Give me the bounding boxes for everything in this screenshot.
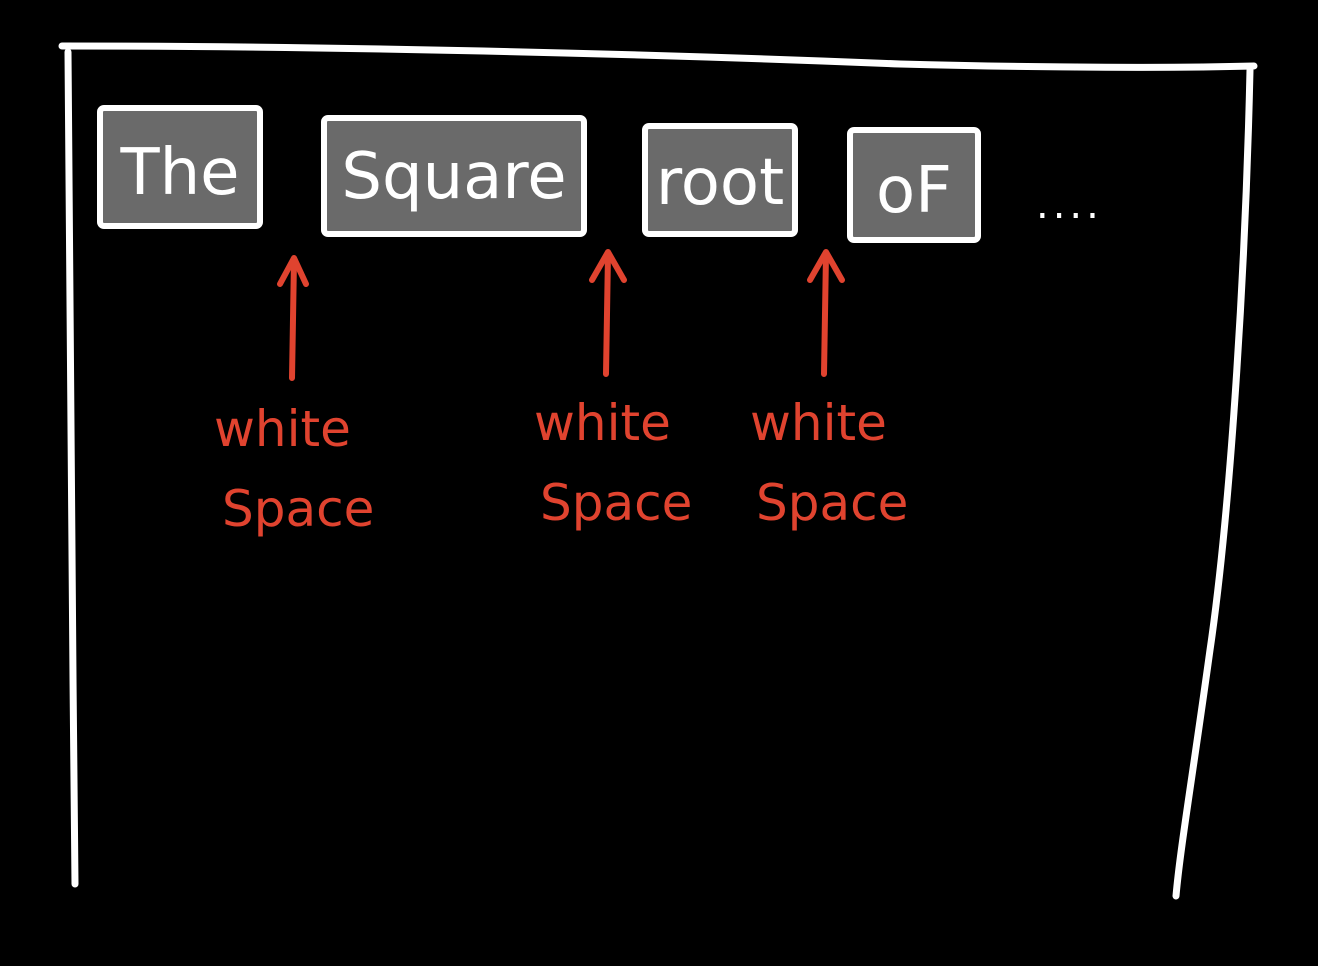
annotation-3-line2: Space [756,474,908,532]
ellipsis: .... [1036,182,1103,228]
arrow-2 [589,249,627,377]
annotation-2: white Space [534,394,692,532]
arrow-3-shaft [821,251,829,377]
annotation-2-line2: Space [540,474,692,532]
frame-right-edge [1172,66,1254,900]
annotation-2-line1: white [534,394,671,452]
token-4-text: oF [876,154,952,228]
arrow-2-shaft [603,251,611,377]
annotation-3-line1: white [750,394,887,452]
arrow-3 [807,249,845,377]
token-box-3: root [642,123,798,237]
frame [58,42,1258,900]
annotation-1: white Space [214,400,374,538]
token-box-1-rect [97,105,263,229]
frame-left-edge [64,48,79,888]
token-3-text: root [656,146,784,220]
arrow-1-head [277,255,309,287]
token-box-4-rect [847,127,981,243]
arrow-1 [277,255,309,381]
token-box-4: oF [847,127,981,243]
token-box-1: The [97,105,263,229]
annotation-1-line2: Space [222,480,374,538]
arrow-2-head [589,249,627,283]
arrow-3-head [807,249,845,283]
token-box-3-rect [642,123,798,237]
token-2-text: Square [341,140,566,214]
arrow-1-shaft [289,257,297,381]
annotation-3: white Space [750,394,908,532]
frame-top-edge [58,42,1258,71]
token-box-2-rect [321,115,587,237]
token-1-text: The [119,136,239,210]
token-box-2: Square [321,115,587,237]
annotation-1-line1: white [214,400,351,458]
